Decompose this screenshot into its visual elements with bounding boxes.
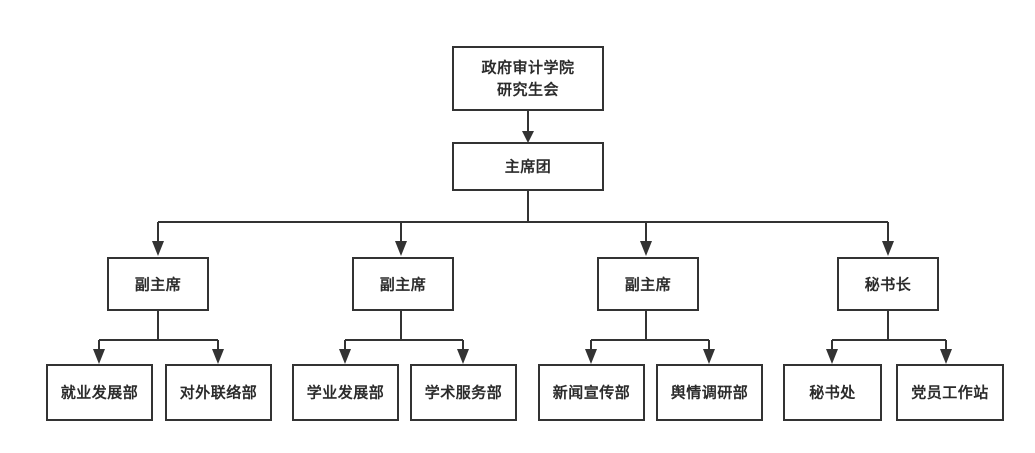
node-dept1[interactable]: 就业发展部 [46, 364, 153, 421]
node-vice2-box[interactable] [352, 257, 454, 311]
node-dept1-box[interactable] [46, 364, 153, 421]
node-dept5-label: 新闻宣传部 [553, 384, 631, 402]
node-root-box[interactable] [452, 46, 604, 111]
arrow-vice1-to-dept2 [212, 349, 224, 364]
node-dept6[interactable]: 舆情调研部 [656, 364, 763, 421]
node-vice3-label: 副主席 [625, 276, 672, 294]
node-secgen-box[interactable] [837, 257, 939, 311]
node-dept1-label: 就业发展部 [61, 384, 139, 402]
node-dept5[interactable]: 新闻宣传部 [538, 364, 645, 421]
node-dept8[interactable]: 党员工作站 [896, 364, 1004, 421]
node-dept4-label: 学术服务部 [425, 384, 503, 402]
node-presidium-box[interactable] [452, 142, 604, 191]
node-secgen[interactable]: 秘书长 [837, 257, 939, 311]
node-root[interactable]: 政府审计学院 研究生会 [452, 46, 604, 111]
node-dept3-label: 学业发展部 [307, 384, 385, 402]
node-vice1-box[interactable] [107, 257, 209, 311]
node-dept7-box[interactable] [783, 364, 882, 421]
arrow-secgen-to-dept7 [826, 349, 838, 364]
node-dept5-box[interactable] [538, 364, 645, 421]
node-dept7[interactable]: 秘书处 [783, 364, 882, 421]
node-dept2-box[interactable] [165, 364, 272, 421]
node-dept6-box[interactable] [656, 364, 763, 421]
node-dept4-box[interactable] [410, 364, 517, 421]
arrow-presidium-to-vice2 [395, 241, 407, 256]
arrow-vice3-to-dept6 [703, 349, 715, 364]
node-presidium-label: 主席团 [505, 158, 552, 176]
node-presidium[interactable]: 主席团 [452, 142, 604, 191]
node-vice2-label: 副主席 [380, 276, 427, 294]
node-vice2[interactable]: 副主席 [352, 257, 454, 311]
node-dept2[interactable]: 对外联络部 [165, 364, 272, 421]
connector-layer [93, 110, 952, 364]
node-dept3[interactable]: 学业发展部 [292, 364, 399, 421]
arrow-vice1-to-dept1 [93, 349, 105, 364]
node-dept2-label: 对外联络部 [180, 384, 258, 402]
arrow-presidium-to-vice3 [640, 241, 652, 256]
node-dept6-label: 舆情调研部 [671, 384, 749, 402]
node-dept8-box[interactable] [896, 364, 1004, 421]
arrow-vice2-to-dept3 [339, 349, 351, 364]
node-vice1[interactable]: 副主席 [107, 257, 209, 311]
arrow-vice3-to-dept5 [585, 349, 597, 364]
node-secgen-label: 秘书长 [865, 276, 912, 294]
node-dept8-label: 党员工作站 [911, 384, 989, 402]
arrow-root-to-presidium [522, 131, 534, 143]
node-dept7-label: 秘书处 [809, 384, 856, 402]
arrow-presidium-to-secgen [882, 241, 894, 256]
node-vice3[interactable]: 副主席 [597, 257, 699, 311]
node-dept3-box[interactable] [292, 364, 399, 421]
node-root-label-line1: 政府审计学院 [481, 59, 574, 77]
node-dept4[interactable]: 学术服务部 [410, 364, 517, 421]
arrow-presidium-to-vice1 [152, 241, 164, 256]
node-root-label-line2: 研究生会 [497, 81, 559, 99]
node-vice3-box[interactable] [597, 257, 699, 311]
node-vice1-label: 副主席 [135, 276, 182, 294]
arrow-vice2-to-dept4 [457, 349, 469, 364]
arrow-secgen-to-dept8 [940, 349, 952, 364]
